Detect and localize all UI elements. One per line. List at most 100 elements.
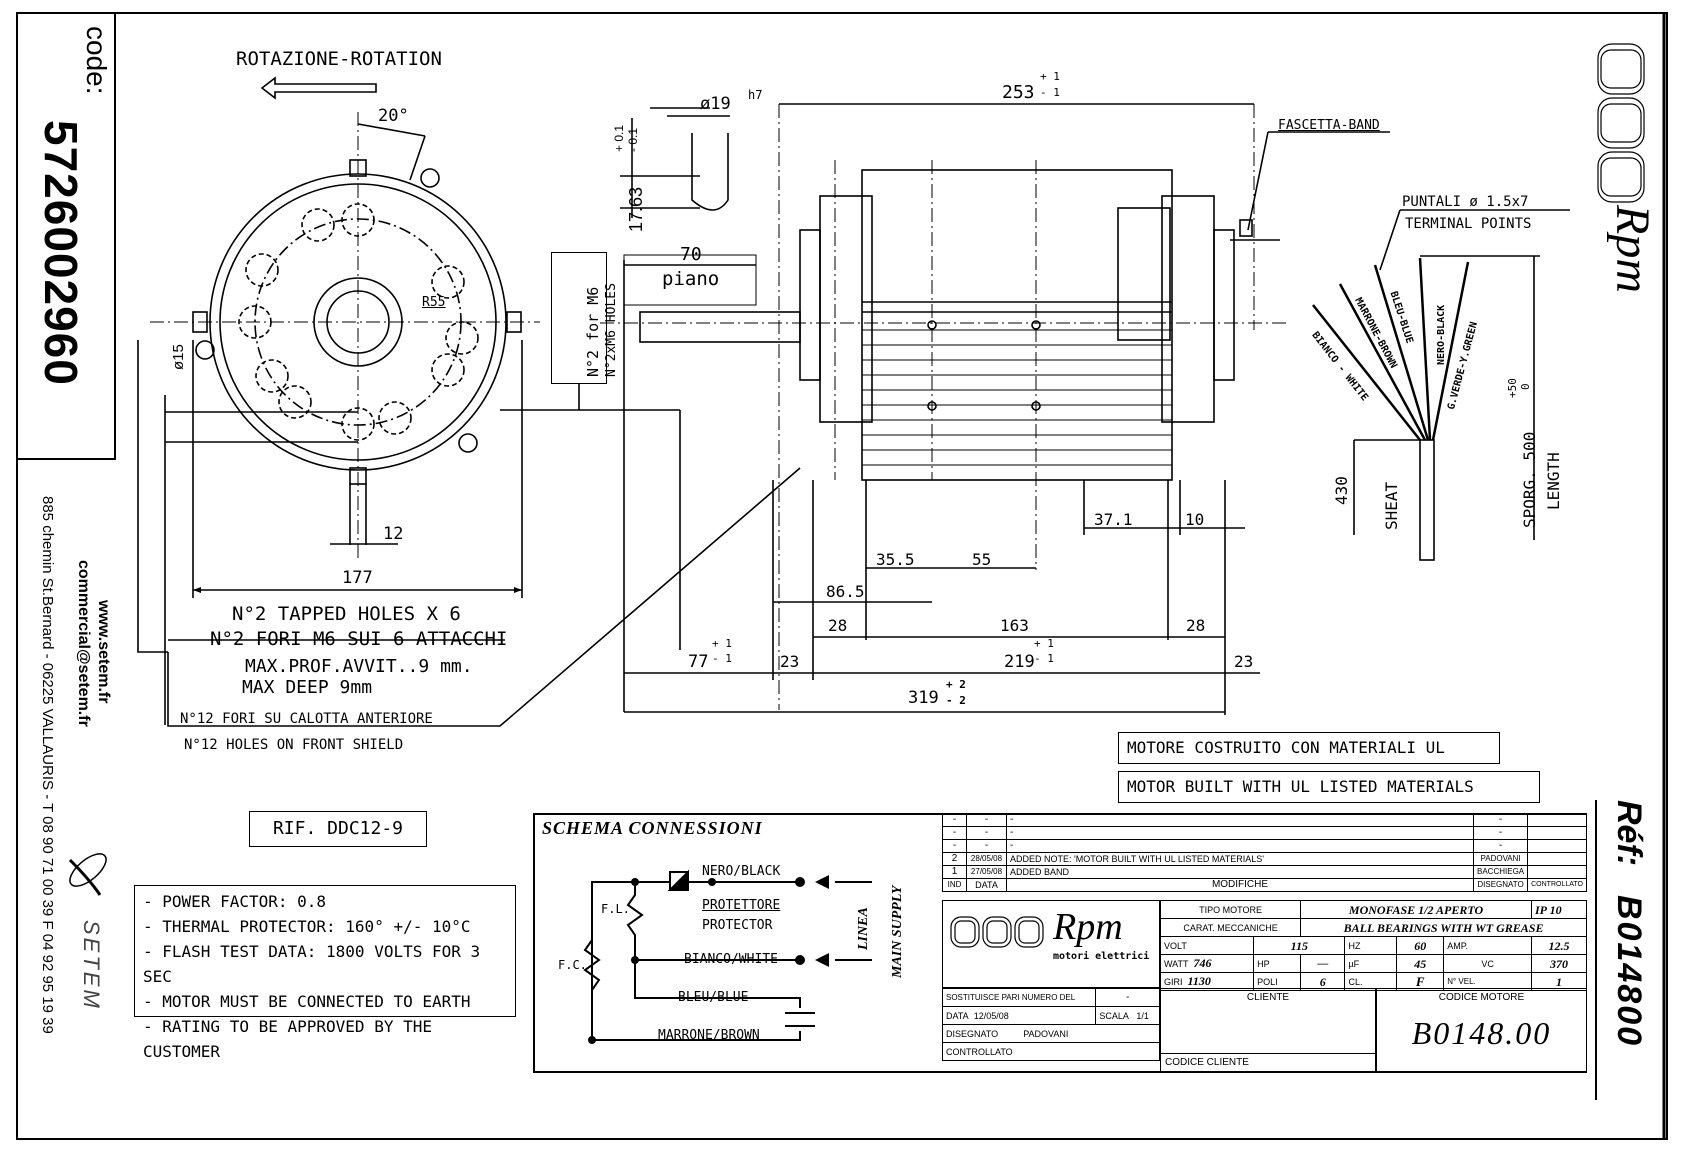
plano-label: piano: [662, 268, 720, 290]
overall-253: 253: [1002, 82, 1035, 103]
terminal-en: TERMINAL POINTS: [1405, 216, 1532, 232]
dim-77: 77: [688, 652, 709, 672]
code-value: 5726002960: [35, 120, 87, 386]
sheath-length: 430: [1332, 476, 1351, 505]
fc-label: F.C.: [558, 958, 587, 972]
ref-label: Réf:: [1610, 800, 1648, 867]
code-box: [16, 12, 116, 460]
dim-55: 55: [972, 550, 992, 569]
title-logo-brand: Rpm: [1053, 906, 1123, 948]
dim-35-5: 35.5: [876, 550, 915, 569]
wire-brown: MARRONE/BROWN: [658, 1028, 760, 1043]
front-holes-it: N°12 FORI SU CALOTTA ANTERIORE: [180, 711, 433, 727]
title-specs-table: TIPO MOTORE MONOFASE 1/2 APERTO IP 10 CA…: [1159, 900, 1587, 991]
m6-line1: N°2 for M6: [584, 286, 602, 377]
title-logo-sub: motori elettrici: [1053, 951, 1150, 962]
rotation-label: ROTAZIONE-ROTATION: [236, 48, 442, 70]
schema-title: SCHEMA CONNESSIONI: [542, 818, 763, 838]
band-label: FASCETTA-BAND: [1278, 118, 1380, 133]
client-cell: CLIENTE CODICE CLIENTE: [1160, 988, 1376, 1073]
title-left-table: SOSTITUISCE PARI NUMERO DEL- DATA 12/05/…: [941, 988, 1160, 1061]
notes-box: - POWER FACTOR: 0.8 - THERMAL PROTECTOR:…: [134, 885, 516, 1061]
dim-319-tol-minus: - 2: [946, 694, 966, 707]
dim-163: 163: [1000, 616, 1029, 635]
dim-177: 177: [342, 568, 373, 588]
dim-28-left: 28: [828, 616, 848, 635]
lead-black: NERO-BLACK: [1436, 304, 1447, 365]
revision-row: ----: [942, 839, 1587, 853]
wire-blue: BLEU/BLUE: [678, 990, 749, 1005]
dim-37-1: 37.1: [1094, 510, 1133, 529]
radius-dim: R55: [422, 295, 446, 310]
dim-12: 12: [383, 524, 404, 544]
rpm-title-logo-icon: [950, 916, 1044, 948]
title-logo-cell: Rpm motori elettrici: [942, 900, 1160, 988]
motor-code-value: B0148.00: [1411, 1015, 1552, 1051]
sheath-label: SHEAT: [1382, 481, 1401, 530]
max-depth-en: MAX DEEP 9mm: [242, 677, 373, 698]
note-item: - THERMAL PROTECTOR: 160° +/- 10°C: [143, 917, 471, 936]
dim-23-left: 23: [780, 652, 800, 671]
tapped-holes-it: N°2 FORI M6 SUI 6 ATTACCHI: [210, 628, 508, 650]
lead-length: SPORG. 500: [1520, 431, 1539, 528]
dim-23-right: 23: [1234, 652, 1254, 671]
client-code-label: CODICE CLIENTE: [1165, 1057, 1249, 1068]
terminal-it: PUNTALI ø 1.5x7: [1402, 194, 1529, 210]
shaft-flat-dim: 17.63: [626, 186, 646, 232]
code-label: code:: [81, 26, 112, 95]
flat-tol-minus: - 0.1: [626, 127, 640, 152]
dim-86-5: 86.5: [826, 582, 865, 601]
note-item: - POWER FACTOR: 0.8: [143, 892, 327, 911]
wire-white: BIANCO/WHITE: [684, 952, 778, 967]
overall-253-tol-plus: + 1: [1040, 70, 1060, 83]
tapped-holes-en: N°2 TAPPED HOLES X 6: [232, 603, 461, 625]
protector-it: PROTETTORE: [702, 898, 781, 913]
lead-length-tol-minus: 0: [1519, 383, 1532, 390]
front-holes-en: N°12 HOLES ON FRONT SHIELD: [184, 737, 404, 753]
drawing-frame: [16, 12, 1668, 1140]
rif-box: RIF. DDC12-9: [249, 811, 427, 847]
ul-note-en: MOTOR BUILT WITH UL LISTED MATERIALS: [1118, 771, 1540, 803]
angle-dim: 20°: [378, 106, 409, 126]
dim-28-right: 28: [1186, 616, 1206, 635]
revision-row: ----: [942, 813, 1587, 827]
company-name: SETEM: [79, 920, 104, 1011]
protector-en: PROTECTOR: [702, 918, 773, 933]
fl-label: F.L.: [601, 902, 630, 916]
ul-note-it: MOTORE COSTRUITO CON MATERIALI UL: [1118, 732, 1500, 764]
shaft-length: 70: [680, 244, 702, 265]
dim-319: 319: [908, 688, 939, 708]
hole-dia-dim: ø15: [170, 344, 187, 370]
flat-tol-plus: + 0.1: [612, 124, 626, 152]
motor-code-cell: CODICE MOTORE B0148.00: [1376, 988, 1587, 1073]
m6-holes-box: N°2 for M6 N°2xM6 HOLES: [551, 252, 619, 384]
note-item: - FLASH TEST DATA: 1800 VOLTS FOR 3 SEC: [143, 942, 481, 986]
dim-77-tol-minus: - 1: [712, 652, 732, 665]
address: 885 chemin St.Bernard - 06225 VALLAURIS …: [39, 496, 56, 1034]
website: www.setem.fr: [95, 600, 112, 704]
dim-319-tol-plus: + 2: [946, 678, 966, 691]
shaft-dia: ø19: [700, 94, 731, 114]
revision-row: ----: [942, 826, 1587, 840]
max-depth-it: MAX.PROF.AVVIT..9 mm.: [245, 656, 473, 677]
main-supply-label: MAIN SUPPLY: [890, 885, 905, 978]
lead-length-tol-plus: +50: [1506, 378, 1519, 398]
dim-10: 10: [1185, 510, 1205, 529]
title-block: Rpm motori elettrici SOSTITUISCE PARI NU…: [941, 900, 1587, 1073]
linea-label: LINEA: [856, 907, 871, 950]
m6-line2: N°2xM6 HOLES: [604, 283, 619, 377]
email: commercial@setem.fr: [75, 560, 92, 727]
lead-length-en: LENGTH: [1544, 452, 1563, 510]
wire-black: NERO/BLACK: [702, 864, 781, 879]
dim-219-tol-minus: - 1: [1034, 652, 1054, 665]
overall-253-tol-minus: - 1: [1040, 86, 1060, 99]
dim-219-tol-plus: + 1: [1034, 637, 1054, 650]
client-label: CLIENTE: [1246, 992, 1290, 1003]
dim-77-tol-plus: + 1: [712, 637, 732, 650]
note-item: - RATING TO BE APPROVED BY THE CUSTOMER: [143, 1017, 432, 1061]
shaft-tol: h7: [748, 88, 763, 102]
